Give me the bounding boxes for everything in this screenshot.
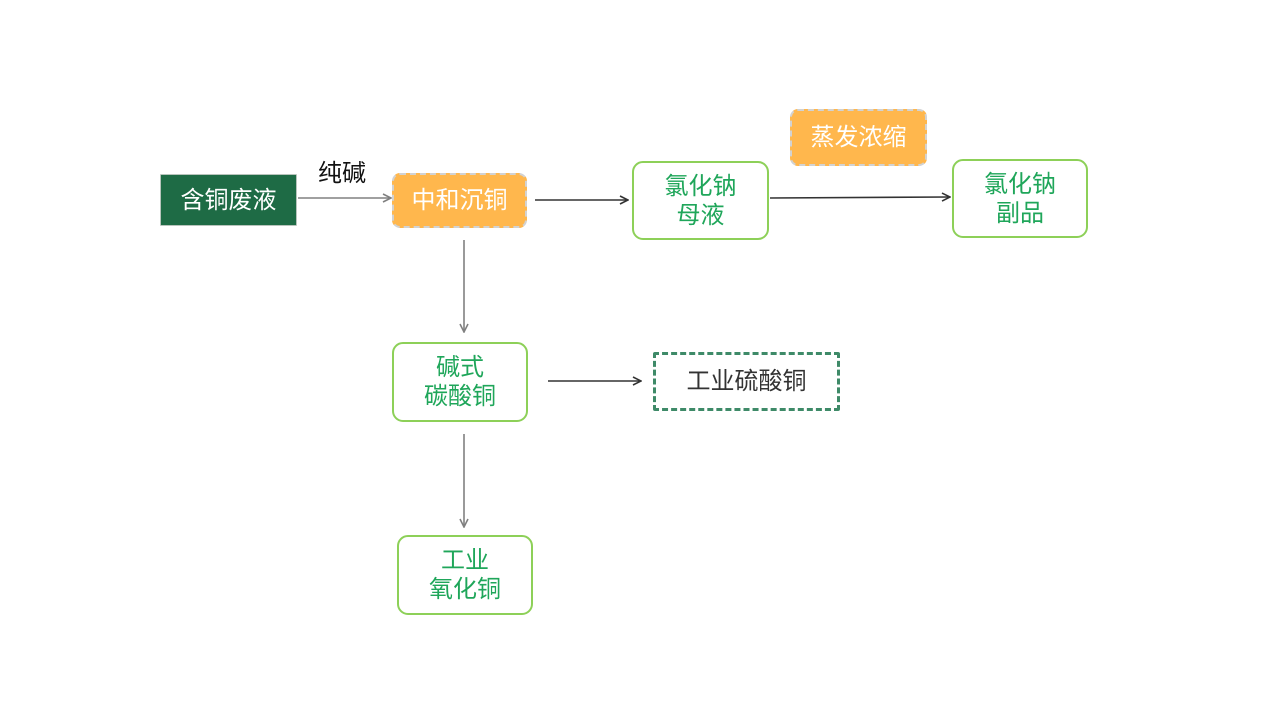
basic-copper-carbonate-box: 碱式 碳酸铜 xyxy=(392,342,528,422)
nacl-mother-liquor-box: 氯化钠 母液 xyxy=(632,161,769,240)
neutralization-box: 中和沉铜 xyxy=(392,173,527,228)
industrial-copper-sulfate-box: 工业硫酸铜 xyxy=(653,352,840,411)
arrow-mother-to-byproduct xyxy=(769,197,949,198)
industrial-copper-oxide-box: 工业 氧化铜 xyxy=(397,535,533,615)
nacl-byproduct-box: 氯化钠 副品 xyxy=(952,159,1088,238)
evaporation-box: 蒸发浓缩 xyxy=(790,109,927,166)
waste-liquid-box: 含铜废液 xyxy=(160,174,297,226)
soda-label: 纯碱 xyxy=(318,159,366,187)
